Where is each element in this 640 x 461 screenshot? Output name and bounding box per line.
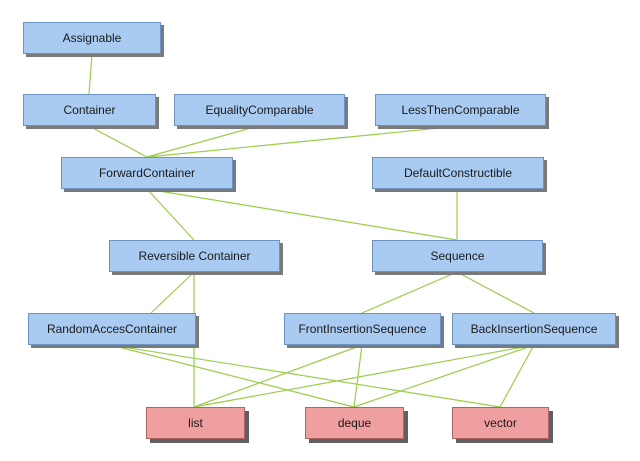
node-container[interactable]: Container — [23, 94, 156, 126]
edge-random-access-container-to-deque — [110, 344, 355, 408]
node-default-constructible[interactable]: DefaultConstructible — [372, 157, 544, 189]
edge-forward-container-to-sequence — [146, 188, 458, 241]
edge-front-insertion-sequence-to-list — [193, 344, 363, 408]
node-equality-comparable[interactable]: EqualityComparable — [174, 94, 345, 126]
node-forward-container[interactable]: ForwardContainer — [61, 157, 233, 189]
node-assignable[interactable]: Assignable — [23, 22, 161, 54]
node-reversible-container[interactable]: Reversible Container — [109, 240, 280, 272]
node-random-access-container[interactable]: RandomAccesContainer — [28, 313, 196, 345]
edge-reversible-container-to-random-access-container — [150, 271, 195, 314]
edge-less-then-comparable-to-forward-container — [146, 125, 461, 158]
edge-container-to-forward-container — [88, 125, 148, 158]
node-back-insertion-sequence[interactable]: BackInsertionSequence — [452, 313, 616, 345]
edge-back-insertion-sequence-to-deque — [353, 344, 535, 408]
edge-back-insertion-sequence-to-vector — [499, 344, 535, 408]
node-deque[interactable]: deque — [305, 407, 404, 439]
node-list[interactable]: list — [146, 407, 245, 439]
edge-equality-comparable-to-forward-container — [146, 125, 259, 158]
edge-sequence-to-back-insertion-sequence — [456, 271, 535, 314]
edge-assignable-to-container — [88, 53, 93, 95]
node-sequence[interactable]: Sequence — [372, 240, 543, 272]
node-front-insertion-sequence[interactable]: FrontInsertionSequence — [284, 313, 441, 345]
edge-sequence-to-front-insertion-sequence — [361, 271, 458, 314]
edge-random-access-container-to-vector — [110, 344, 501, 408]
edge-back-insertion-sequence-to-list — [193, 344, 535, 408]
edge-front-insertion-sequence-to-deque — [353, 344, 363, 408]
node-less-then-comparable[interactable]: LessThenComparable — [375, 94, 546, 126]
edge-forward-container-to-reversible-container — [146, 188, 195, 241]
node-vector[interactable]: vector — [452, 407, 549, 439]
